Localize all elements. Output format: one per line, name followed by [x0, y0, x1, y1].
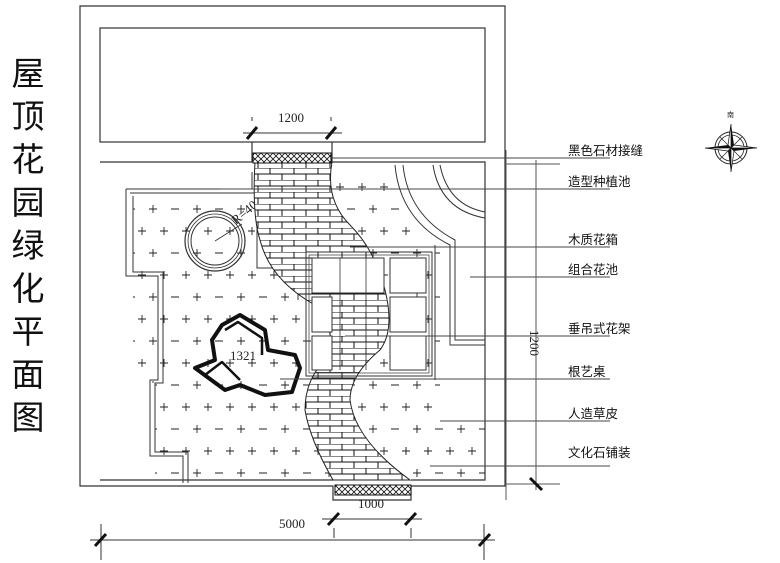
- black-stone-joint-bottom: [334, 484, 412, 496]
- overall-width-dimension: 5000: [279, 516, 305, 531]
- title-char: 顶: [11, 97, 45, 136]
- outer-wall: [79, 5, 506, 501]
- compass-rose-icon: [704, 123, 758, 173]
- bottom-dimension: [90, 511, 495, 560]
- wooden-flower-boxes: [305, 251, 433, 377]
- combined-flower-pool: [394, 164, 486, 380]
- drawing-title: 屋 顶 花 园 绿 化 平 面 图: [8, 52, 48, 439]
- right-dimension: [505, 150, 560, 500]
- title-char: 图: [11, 398, 45, 437]
- leader-lines: [220, 157, 610, 467]
- label-combined-flower-pool: 组合花池: [568, 262, 619, 277]
- label-culture-stone-paving: 文化石铺装: [568, 445, 631, 460]
- title-char: 面: [11, 355, 45, 394]
- label-black-stone-joint: 黑色石材接缝: [568, 143, 643, 158]
- title-char: 化: [11, 269, 45, 308]
- title-char: 平: [11, 312, 45, 351]
- black-stone-joint-top: [252, 152, 332, 164]
- label-shaped-planting-pool: 造型种植池: [568, 174, 631, 189]
- root-table-code: 1321: [230, 348, 256, 363]
- bottom-opening-dimension: 1000: [358, 496, 384, 511]
- top-opening-dimension: 1200: [278, 110, 304, 125]
- right-height-dimension: 1200: [527, 330, 542, 356]
- top-dimension: [243, 117, 342, 140]
- circular-planter: [184, 210, 246, 272]
- label-artificial-turf: 人造草皮: [568, 406, 618, 421]
- label-root-art-table: 根艺桌: [568, 364, 606, 379]
- compass-north-label: 南: [727, 110, 734, 119]
- title-char: 绿: [11, 226, 45, 265]
- title-char: 屋: [11, 54, 45, 93]
- title-char: 园: [11, 183, 45, 222]
- title-char: 花: [11, 140, 45, 179]
- label-hanging-flower-rack: 垂吊式花架: [568, 321, 631, 336]
- label-wooden-flower-box: 木质花箱: [568, 232, 618, 247]
- root-art-table: [193, 313, 302, 397]
